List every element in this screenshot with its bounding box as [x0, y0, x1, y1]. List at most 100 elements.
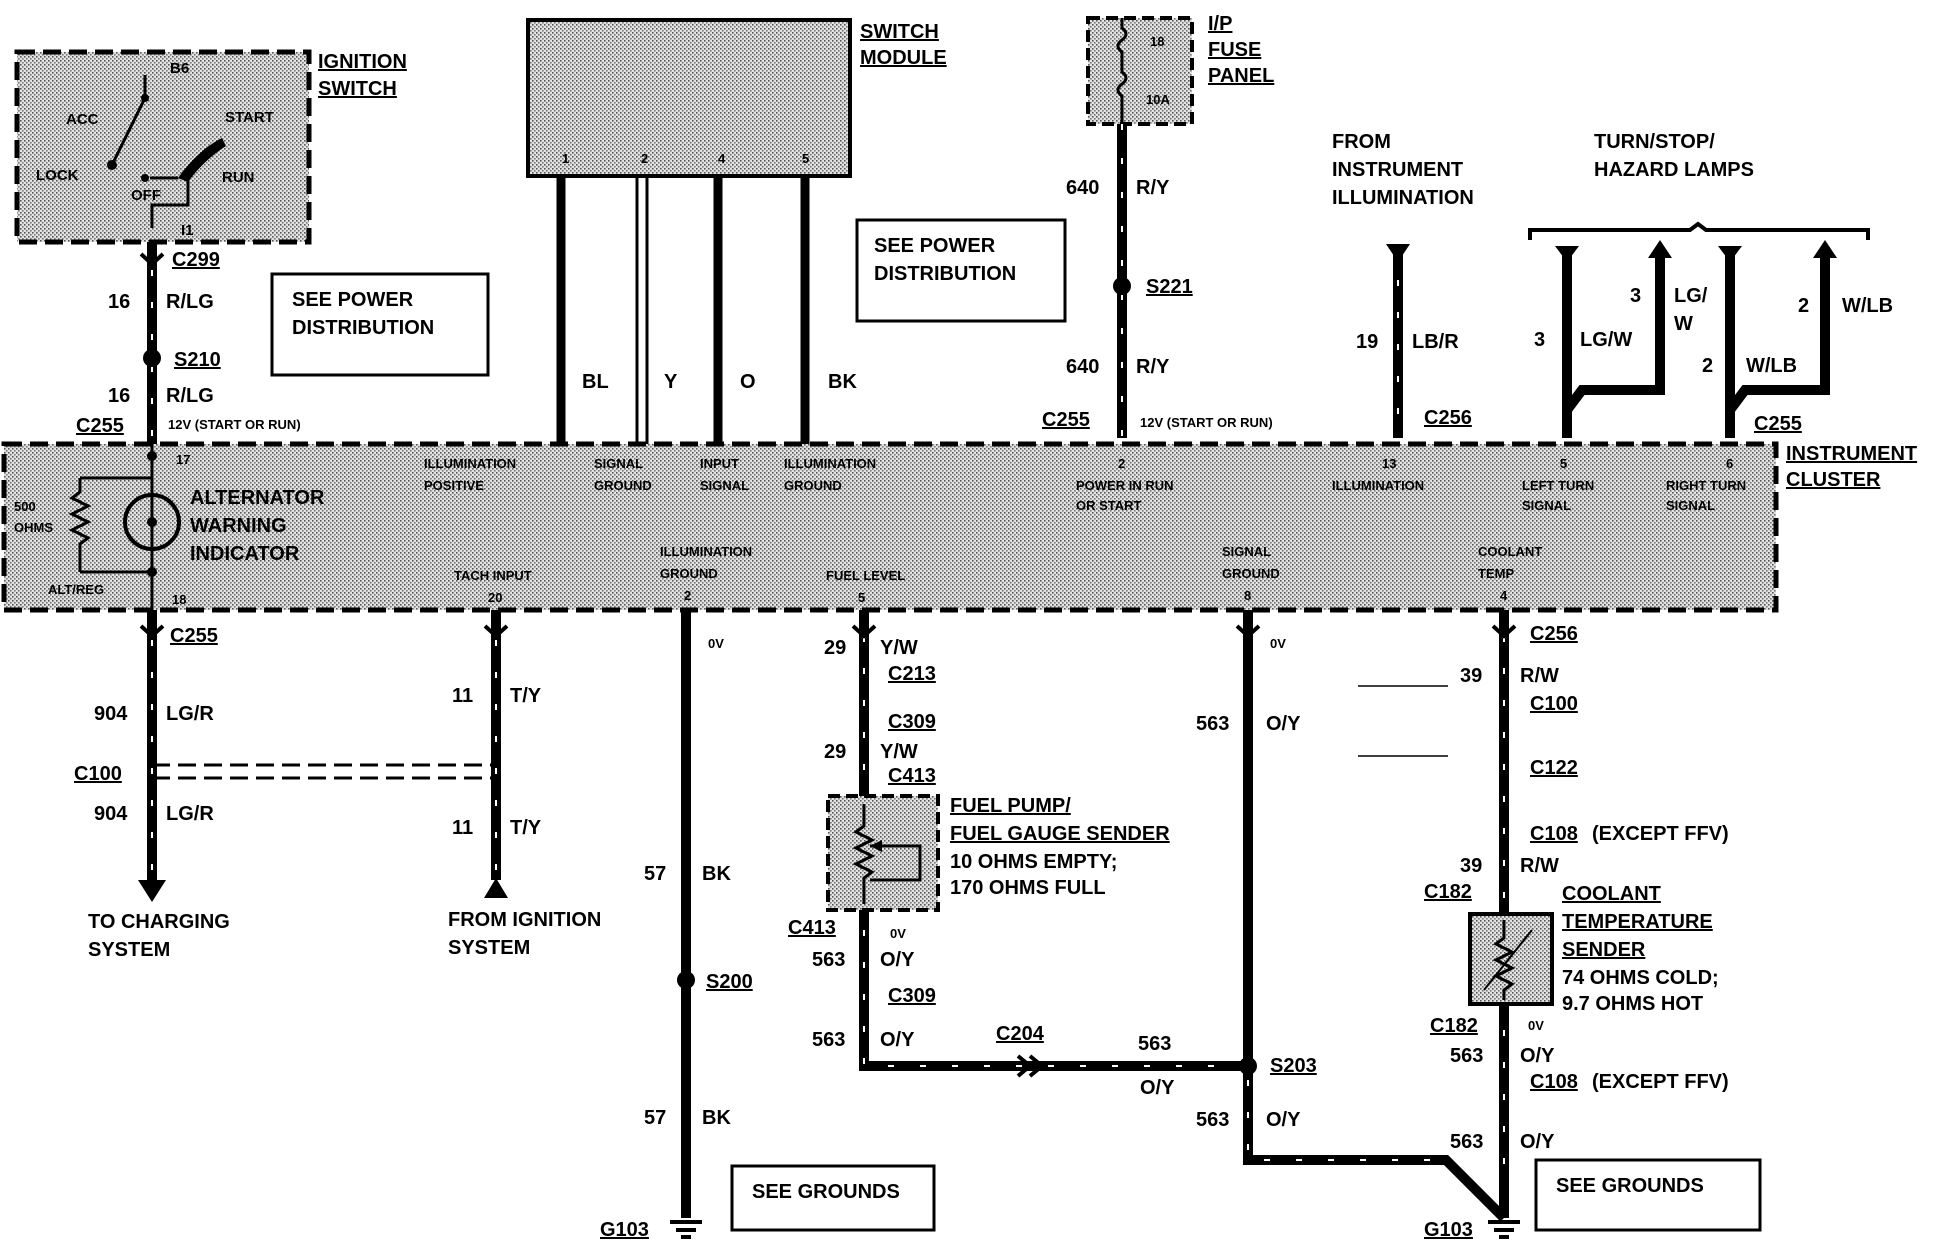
pin-18: 18 [172, 592, 186, 607]
switch-pin-1: 1 [562, 151, 569, 166]
wire-563c-num: 563 [1138, 1033, 1171, 1055]
ign-b6: B6 [170, 60, 189, 77]
wire-640a-color: R/Y [1136, 177, 1170, 199]
ground-g103-a [670, 1220, 702, 1239]
wire-39a-color: R/W [1520, 665, 1559, 687]
coolant-sender-title-2: TEMPERATURE [1562, 911, 1713, 933]
wire-57b-num: 57 [644, 1107, 666, 1129]
wire-color-y: Y [664, 371, 678, 393]
wire-19-color: LB/R [1412, 331, 1459, 353]
coolant-sender-spec-1: 74 OHMS COLD; [1562, 967, 1719, 989]
wire-563b-color: O/Y [880, 1029, 915, 1051]
fuse-no: 18 [1150, 34, 1164, 49]
to-charging-2: SYSTEM [88, 939, 170, 961]
volt-start-run-2: 12V (START OR RUN) [1140, 415, 1273, 430]
coolant-2: TEMP [1478, 566, 1514, 581]
indicator-2: WARNING [190, 515, 287, 537]
fuse-panel-title-1: I/P [1208, 13, 1232, 35]
conn-c100-a: C100 [74, 763, 122, 785]
splice-s210-label: S210 [174, 349, 221, 371]
wire-563-signal-ground [1243, 610, 1508, 1222]
conn-c108-b: C108 [1530, 1071, 1578, 1093]
ign-off: OFF [131, 187, 161, 204]
except-ffv-2: (EXCEPT FFV) [1592, 1071, 1729, 1093]
switch-module-title-1: SWITCH [860, 21, 939, 43]
switch-module: 1 2 4 5 [526, 18, 852, 178]
conn-c108-a: C108 [1530, 823, 1578, 845]
right-pin: 6 [1726, 456, 1733, 471]
see-power-box-1 [270, 272, 490, 377]
see-power-2b: DISTRIBUTION [874, 263, 1016, 285]
wire-640a-num: 640 [1066, 177, 1099, 199]
wire-57b-color: BK [702, 1107, 731, 1129]
wire-904b-num: 904 [94, 803, 128, 825]
wire-lg-num: 3 [1630, 285, 1641, 307]
see-power-box-2 [855, 218, 1067, 323]
switch-pin-2: 2 [641, 151, 648, 166]
tach-pin: 20 [488, 590, 502, 605]
wire-29a-num: 29 [824, 637, 846, 659]
coolant-pin: 4 [1500, 588, 1508, 603]
ground-g103-a-label: G103 [600, 1219, 649, 1241]
splice-s221 [1113, 277, 1131, 295]
switch-pin-5: 5 [802, 151, 809, 166]
ground-g103-b-label: G103 [1424, 1219, 1473, 1241]
ignition-switch: B6 ACC START LOCK OFF RUN I1 [14, 49, 312, 245]
wire-904a-num: 904 [94, 703, 128, 725]
fuse-panel: 18 10A [1086, 16, 1194, 126]
conn-c256-a: C256 [1424, 407, 1472, 429]
splice-s200 [677, 971, 695, 989]
illum-pos-2: POSITIVE [424, 478, 484, 493]
conn-c100-b: C100 [1530, 693, 1578, 715]
indicator-3: INDICATOR [190, 543, 300, 565]
cluster-title-1: INSTRUMENT [1786, 443, 1917, 465]
fuse-rating: 10A [1146, 92, 1170, 107]
zero-v-3: 0V [1270, 636, 1286, 651]
ign-start: START [225, 109, 274, 126]
illum-gnd-bot-2: GROUND [660, 566, 718, 581]
wire-11b-color: T/Y [510, 817, 542, 839]
cluster-title-2: CLUSTER [1786, 469, 1881, 491]
wire-57a-color: BK [702, 863, 731, 885]
fuel-sender-spec-1: 10 OHMS EMPTY; [950, 851, 1117, 873]
arrow-from-ignition [484, 878, 508, 898]
left-2: SIGNAL [1522, 498, 1571, 513]
illum-gnd-top-1: ILLUMINATION [784, 456, 876, 471]
wire-640b-color: R/Y [1136, 356, 1170, 378]
from-instr-3: ILLUMINATION [1332, 187, 1474, 209]
arrow-in-instr [1386, 244, 1410, 262]
splice-s203-label: S203 [1270, 1055, 1317, 1077]
wire-563d-num: 563 [1196, 713, 1229, 735]
wire-563e-num: 563 [1196, 1109, 1229, 1131]
turn-bracket [1528, 221, 1870, 240]
wire-563d-color: O/Y [1266, 713, 1301, 735]
resistor-ohms: OHMS [14, 520, 53, 535]
illum-label: ILLUMINATION [1332, 478, 1424, 493]
sig-gnd-bot-1: SIGNAL [1222, 544, 1271, 559]
pin-17: 17 [176, 452, 190, 467]
conn-c255-b: C255 [170, 625, 218, 647]
wire-904b-color: LG/R [166, 803, 214, 825]
zero-v-2: 0V [890, 926, 906, 941]
coolant-sender [1468, 912, 1554, 1006]
conn-c255-a: C255 [76, 415, 124, 437]
fuel-sender-title-1: FUEL PUMP/ [950, 795, 1071, 817]
ign-run: RUN [222, 169, 255, 186]
fuse-panel-title-3: PANEL [1208, 65, 1274, 87]
ignition-switch-title-2: SWITCH [318, 78, 397, 100]
wire-563e-color: O/Y [1266, 1109, 1301, 1131]
wire-11a-num: 11 [452, 685, 473, 707]
illum-pos-1: ILLUMINATION [424, 456, 516, 471]
left-pin: 5 [1560, 456, 1567, 471]
fuel-sender [826, 794, 940, 912]
indicator-1: ALTERNATOR [190, 487, 325, 509]
ground-g103-b [1488, 1220, 1520, 1239]
alt-reg: ALT/REG [48, 582, 104, 597]
wire-lg-color-2: W [1674, 313, 1693, 335]
wire-563f-num: 563 [1450, 1045, 1483, 1067]
from-ign-1: FROM IGNITION [448, 909, 601, 931]
wire-39a-num: 39 [1460, 665, 1482, 687]
wire-29a-color: Y/W [880, 637, 918, 659]
fuel-sender-spec-2: 170 OHMS FULL [950, 877, 1106, 899]
